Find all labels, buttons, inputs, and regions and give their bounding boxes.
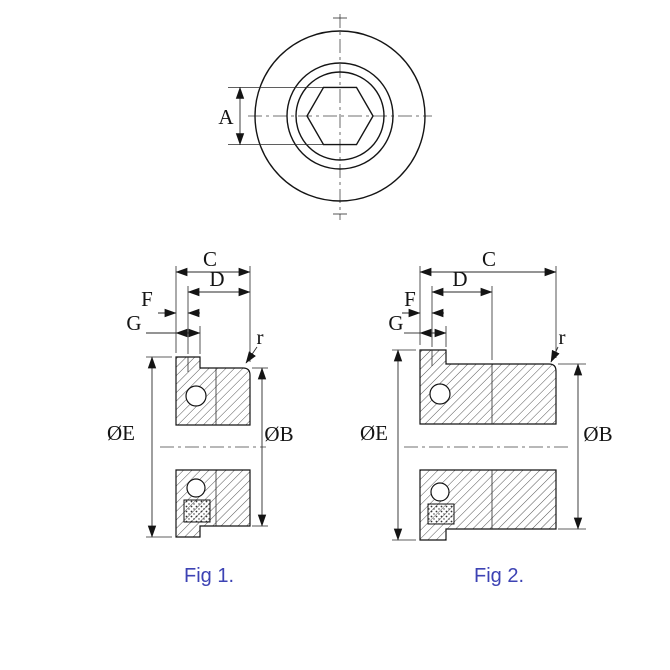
fig1-ball-top bbox=[185, 385, 207, 407]
fig1-dim-oe-label: ØE bbox=[107, 421, 135, 445]
fig2-radius-leader bbox=[550, 346, 560, 363]
fig1-dim-f-label: F bbox=[141, 287, 153, 311]
dim-a-label: A bbox=[218, 105, 234, 129]
fig1-seal-block bbox=[183, 499, 211, 523]
fig2-section-view: C D F G r ØE ØB Fig 2. bbox=[360, 247, 613, 587]
fig2-ball-bottom bbox=[430, 482, 450, 502]
fig1-dim-ob-label: ØB bbox=[264, 422, 293, 446]
fig2-upper-section bbox=[419, 349, 557, 425]
fig1-section-view: C D F G r ØE ØB Fig 1. bbox=[107, 247, 294, 587]
fig2-dim-ob-label: ØB bbox=[583, 422, 612, 446]
inner-ring-circle bbox=[295, 71, 385, 161]
bearing-ring-circle bbox=[286, 62, 394, 170]
fig1-ball-bottom bbox=[186, 478, 206, 498]
fig2-seal-block bbox=[427, 503, 455, 525]
fig2-dim-c-label: C bbox=[482, 247, 496, 271]
fig2-dim-r-label: r bbox=[559, 325, 566, 349]
fig2-dim-d-label: D bbox=[452, 267, 467, 291]
fig1-dim-d-label: D bbox=[209, 267, 224, 291]
fig2-caption: Fig 2. bbox=[474, 565, 524, 587]
fig1-upper-section bbox=[175, 356, 251, 426]
fig2-dimensions: C D F G r ØE ØB bbox=[360, 247, 613, 541]
front-view: A bbox=[218, 14, 432, 220]
fig1-dim-g-label: G bbox=[126, 311, 141, 335]
fig2-dim-oe-label: ØE bbox=[360, 421, 388, 445]
fig1-dim-c-label: C bbox=[203, 247, 217, 271]
fig1-dim-r-label: r bbox=[257, 325, 264, 349]
fig2-ball-top bbox=[429, 383, 451, 405]
fig2-dim-g-label: G bbox=[388, 311, 403, 335]
fig1-radius-leader bbox=[245, 346, 258, 364]
hex-bore bbox=[306, 86, 374, 146]
fig1-caption: Fig 1. bbox=[184, 565, 234, 587]
outer-diameter-circle bbox=[254, 30, 426, 202]
fig1-dimensions: C D F G r ØE ØB bbox=[107, 247, 294, 538]
dim-a: A bbox=[218, 86, 323, 146]
fig2-dim-f-label: F bbox=[404, 287, 416, 311]
